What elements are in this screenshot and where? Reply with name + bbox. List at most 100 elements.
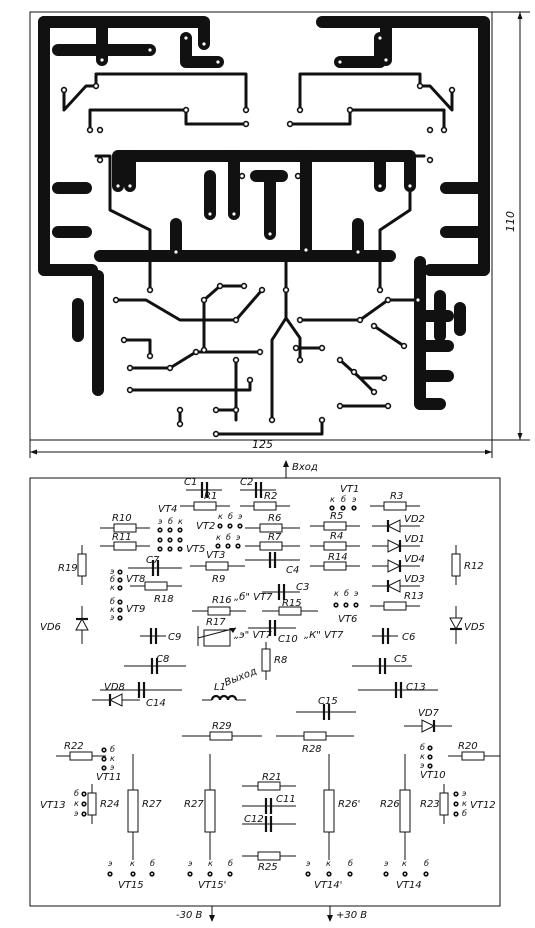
capacitor-c13-label: C13: [406, 682, 426, 693]
copper-trace: [414, 256, 446, 410]
solder-pad: [282, 286, 290, 294]
resistor-r21-label: R21: [262, 772, 282, 783]
vt13-pin-b: б: [74, 789, 79, 798]
resistor-r18: R18: [130, 581, 182, 605]
capacitor-c15-label: C15: [318, 696, 338, 707]
capacitor-c7: C7: [128, 555, 182, 576]
transistor-vt14: VT14 э к б: [383, 859, 429, 891]
pcb-trace-layout: 125 110: [29, 11, 530, 458]
resistor-r27-prime-label: R27': [184, 799, 206, 810]
resistor-r23-label: R23: [420, 799, 440, 810]
diode-vd2: VD2: [372, 514, 425, 533]
transistor-vt11-label: VT11: [96, 772, 122, 783]
solder-pad: [302, 246, 310, 254]
solder-pad: [120, 336, 128, 344]
solder-pad: [384, 296, 392, 304]
vt15-pin-e: э: [108, 859, 112, 868]
solder-pad: [112, 296, 120, 304]
board-outline: [29, 11, 493, 441]
copper-trace: [378, 154, 426, 292]
capacitor-c8: C8: [124, 654, 186, 674]
resistor-r28-label: R28: [302, 744, 322, 755]
solder-pad: [296, 106, 304, 114]
vt1-pin-b: б: [341, 495, 346, 504]
diode-vd1: VD1: [372, 534, 425, 553]
solder-pad: [258, 286, 266, 294]
resistor-r3-label: R3: [390, 491, 403, 502]
capacitor-c9: C9: [140, 628, 181, 644]
diode-vd3-label: VD3: [404, 574, 425, 585]
copper-trace: [62, 72, 248, 112]
capacitor-c5: C5: [352, 654, 412, 674]
transistor-vt8-label: VT8: [126, 574, 145, 585]
vt14p-pin-e: э: [306, 859, 310, 868]
transistor-vt11: VT11 б к э: [96, 745, 122, 783]
solder-pad: [376, 182, 384, 190]
resistor-r27: R27: [127, 754, 162, 860]
resistor-r26-prime-label: R26': [338, 799, 360, 810]
vt7-e-label: „э" VT7: [234, 630, 272, 641]
solder-pad: [146, 352, 154, 360]
resistor-r5-label: R5: [330, 511, 343, 522]
solder-pad: [146, 46, 154, 54]
resistor-r7-label: R7: [268, 532, 282, 543]
solder-pad: [370, 388, 378, 396]
solder-pad: [370, 322, 378, 330]
inductor-l1-label: L1: [214, 682, 226, 693]
diode-vd5: VD5: [449, 606, 485, 644]
vt4-pin-k: к: [178, 517, 183, 526]
solder-pad: [296, 316, 304, 324]
solder-pad: [426, 126, 434, 134]
vt2-pin-e: э: [238, 512, 242, 521]
solder-pad: [200, 296, 208, 304]
solder-pad: [346, 106, 354, 114]
resistor-r25: R25: [242, 851, 296, 873]
resistor-r17-label: R17: [206, 617, 226, 628]
diode-vd3: VD3: [372, 574, 425, 593]
vt7-k-label: „К" VT7: [304, 630, 344, 641]
capacitor-c12-label: C12: [244, 814, 264, 825]
solder-pad: [384, 402, 392, 410]
solder-pad: [416, 82, 424, 90]
vt8-pin-e: э: [110, 567, 114, 576]
vt11-pin-k: к: [110, 754, 115, 763]
transistor-vt9: VT9 б к э: [110, 597, 145, 622]
transistor-vt13-label: VT13: [40, 800, 66, 811]
placement-board-outline: [29, 477, 501, 907]
copper-trace: [270, 316, 288, 422]
transistor-vt15-label: VT15: [118, 880, 144, 891]
vt9-pin-b: б: [110, 597, 115, 606]
vt14-pin-e: э: [384, 859, 388, 868]
inductor-l1: L1: [202, 682, 246, 701]
solder-pad: [294, 172, 302, 180]
solder-pad: [448, 86, 456, 94]
solder-pad: [176, 420, 184, 428]
capacitor-c11-label: C11: [276, 794, 296, 805]
solder-pad: [126, 364, 134, 372]
component-placement-diagram: Вход -30 В +30 В R1 R2 R3 R4 R5 R6 R7 R8…: [29, 460, 501, 922]
vt14p-pin-b: б: [348, 859, 353, 868]
resistor-r20: R20: [448, 741, 500, 761]
solder-pad: [200, 346, 208, 354]
resistor-r19: R19: [58, 545, 87, 585]
resistor-r26-label: R26: [380, 799, 400, 810]
solder-pad: [92, 82, 100, 90]
transistor-vt1: VT1 к б э: [329, 484, 359, 511]
copper-trace: [298, 298, 420, 322]
solder-pad: [232, 406, 240, 414]
solder-pad: [376, 34, 384, 42]
solder-pad: [380, 374, 388, 382]
resistor-r2-label: R2: [264, 491, 277, 502]
vt11-pin-b: б: [110, 745, 115, 754]
solder-pad: [242, 120, 250, 128]
resistor-r18-label: R18: [154, 594, 174, 605]
capacitor-c2-label: C2: [240, 477, 253, 488]
solder-pad: [376, 286, 384, 294]
vt10-pin-e: э: [420, 761, 424, 770]
copper-trace: [372, 324, 406, 348]
solder-pad: [176, 406, 184, 414]
neg-supply-label: -30 В: [176, 910, 203, 921]
transistor-vt2-label: VT2: [196, 521, 215, 532]
transistor-vt13: VT13 б к э: [40, 789, 87, 818]
vt2-pin-k: к: [218, 512, 223, 521]
